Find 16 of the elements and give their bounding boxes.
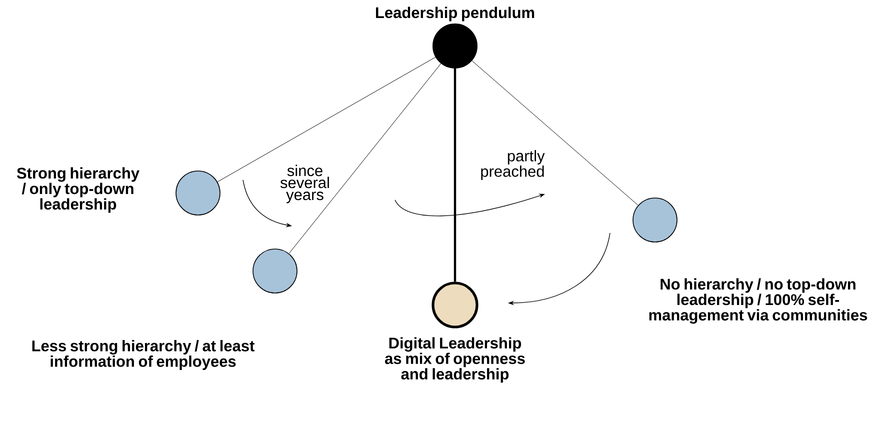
pendulum-circle: [632, 198, 678, 242]
pendulum-line: [288, 63, 442, 254]
pendulum-line: [472, 60, 638, 206]
node-label: Digital Leadership as mix of openness and leadership: [385, 337, 525, 383]
node-label: No hierarchy / no top-down leadership / 100% self-management via communities: [649, 278, 868, 324]
node-label: Leadership pendulum: [376, 6, 534, 22]
node-label: Less strong hierarchy / at least information of employees: [32, 340, 254, 370]
arrow-label: partly preached: [481, 150, 545, 180]
node-label: Strong hierarchy / only top-down leadership: [16, 167, 140, 213]
pendulum-circle: [432, 24, 478, 68]
arrow-label: since several years: [280, 164, 329, 204]
pendulum-circle: [432, 282, 478, 328]
pendulum-line: [454, 68, 456, 282]
pendulum-circle: [176, 170, 220, 216]
pendulum-circle: [252, 248, 298, 294]
pendulum-line: [217, 56, 436, 182]
